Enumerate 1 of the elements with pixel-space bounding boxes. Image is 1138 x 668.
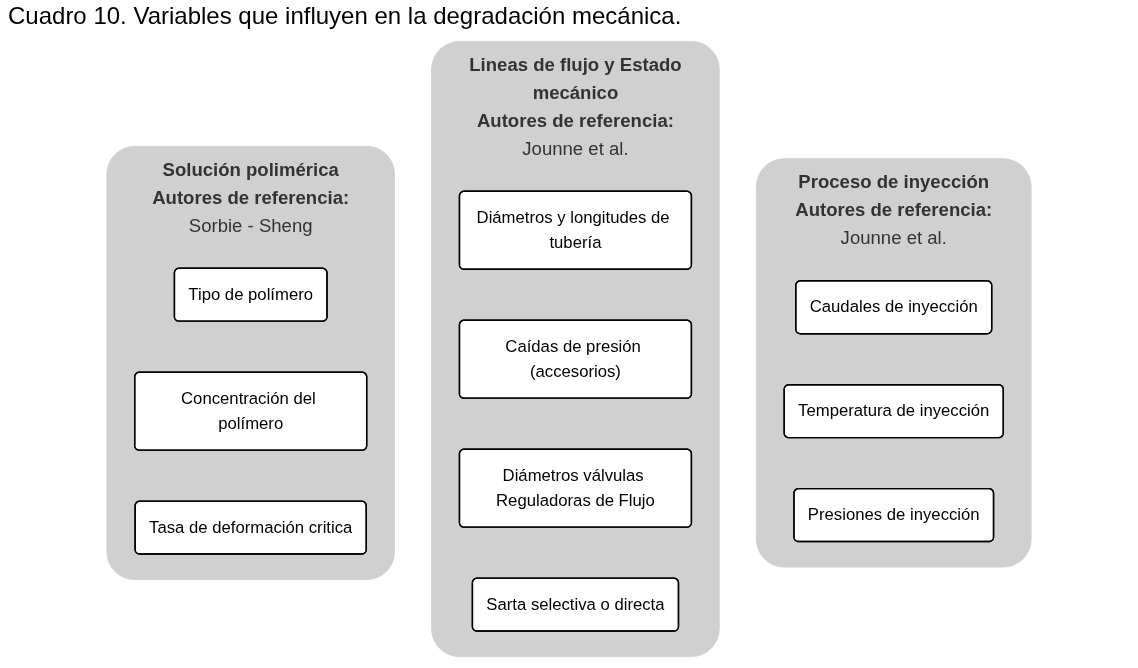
diagram-title: Cuadro 10. Variables que influyen en la degradación mecánica.	[8, 2, 683, 31]
